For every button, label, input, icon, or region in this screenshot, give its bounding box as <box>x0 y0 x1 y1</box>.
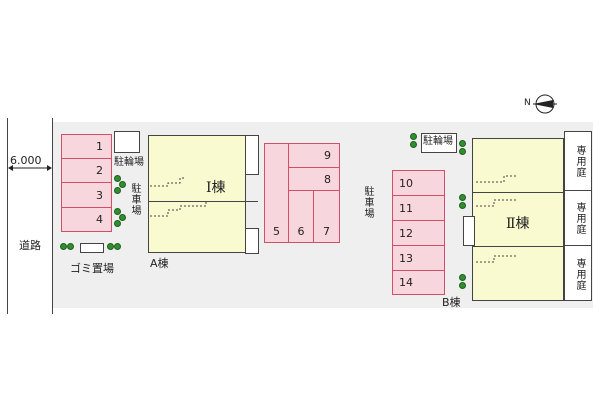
road-label: 道路 <box>19 239 41 252</box>
building-a-name: Ⅰ棟 <box>206 180 226 196</box>
building-a-stair-top <box>245 135 259 175</box>
parking-spot-6: 6 <box>288 190 314 243</box>
tree-icon <box>459 194 466 201</box>
bicycle-parking-left-label: 駐輪場 <box>114 157 144 168</box>
building-a-divider <box>148 201 258 202</box>
tree-icon <box>459 282 466 289</box>
parking-spot-13: 13 <box>392 245 445 271</box>
parking-spot-3: 3 <box>61 182 112 208</box>
building-b-stair <box>463 216 475 246</box>
parking-spot-12: 12 <box>392 220 445 246</box>
tree-icon <box>67 243 74 250</box>
private-garden-3-label: 専用庭 <box>574 258 585 291</box>
bicycle-parking-left <box>114 131 140 153</box>
garbage-label: ゴミ置場 <box>70 262 114 275</box>
building-a <box>148 135 246 253</box>
private-garden-3 <box>564 245 592 301</box>
compass-north-icon <box>533 94 557 114</box>
bicycle-parking-right <box>421 133 457 153</box>
private-garden-1-label: 専用庭 <box>574 145 585 178</box>
building-a-caption: A棟 <box>150 257 169 270</box>
road-width-label: 6.000 <box>10 154 42 167</box>
building-b-name: Ⅱ棟 <box>506 216 530 232</box>
parking-spot-7: 7 <box>313 190 340 243</box>
building-b-divider-2 <box>472 246 564 247</box>
road-edge-line-inner <box>52 118 53 314</box>
tree-icon <box>410 141 417 148</box>
garbage-area <box>80 243 104 253</box>
tree-icon <box>60 243 67 250</box>
parking-spot-10: 10 <box>392 170 445 196</box>
road-edge-line <box>7 118 8 314</box>
building-a-balcony-lines <box>150 177 207 217</box>
building-b <box>472 138 564 301</box>
parking-spot-9: 9 <box>288 143 340 168</box>
tree-icon <box>114 220 121 227</box>
private-garden-2 <box>564 190 592 246</box>
bicycle-parking-right-label: 駐輪場 <box>423 136 453 147</box>
parking-spot-1: 1 <box>61 134 112 159</box>
private-garden-1 <box>564 131 592 191</box>
parking-spot-14: 14 <box>392 270 445 295</box>
compass-north-label: N <box>524 98 531 108</box>
parking-spot-11: 11 <box>392 195 445 221</box>
private-garden-2-label: 専用庭 <box>574 202 585 235</box>
tree-icon <box>114 175 121 182</box>
tree-icon <box>459 148 466 155</box>
parking-main-label: 駐車場 <box>362 186 373 219</box>
building-b-divider-1 <box>472 192 564 193</box>
tree-icon <box>114 243 121 250</box>
tree-icon <box>119 214 126 221</box>
building-b-balcony-lines <box>476 175 518 263</box>
parking-spot-5: 5 <box>264 143 289 243</box>
tree-icon <box>410 133 417 140</box>
parking-spot-2: 2 <box>61 158 112 183</box>
tree-icon <box>114 187 121 194</box>
parking-left-label: 駐車場 <box>129 183 140 216</box>
tree-icon <box>114 208 121 215</box>
tree-icon <box>459 202 466 209</box>
tree-icon <box>107 243 114 250</box>
tree-icon <box>459 274 466 281</box>
parking-spot-4: 4 <box>61 207 112 232</box>
tree-icon <box>119 181 126 188</box>
building-b-caption: B棟 <box>442 296 461 309</box>
tree-icon <box>459 140 466 147</box>
parking-spot-8: 8 <box>288 167 340 191</box>
road-width-arrow <box>8 165 52 171</box>
building-a-stair-bottom <box>245 228 259 254</box>
